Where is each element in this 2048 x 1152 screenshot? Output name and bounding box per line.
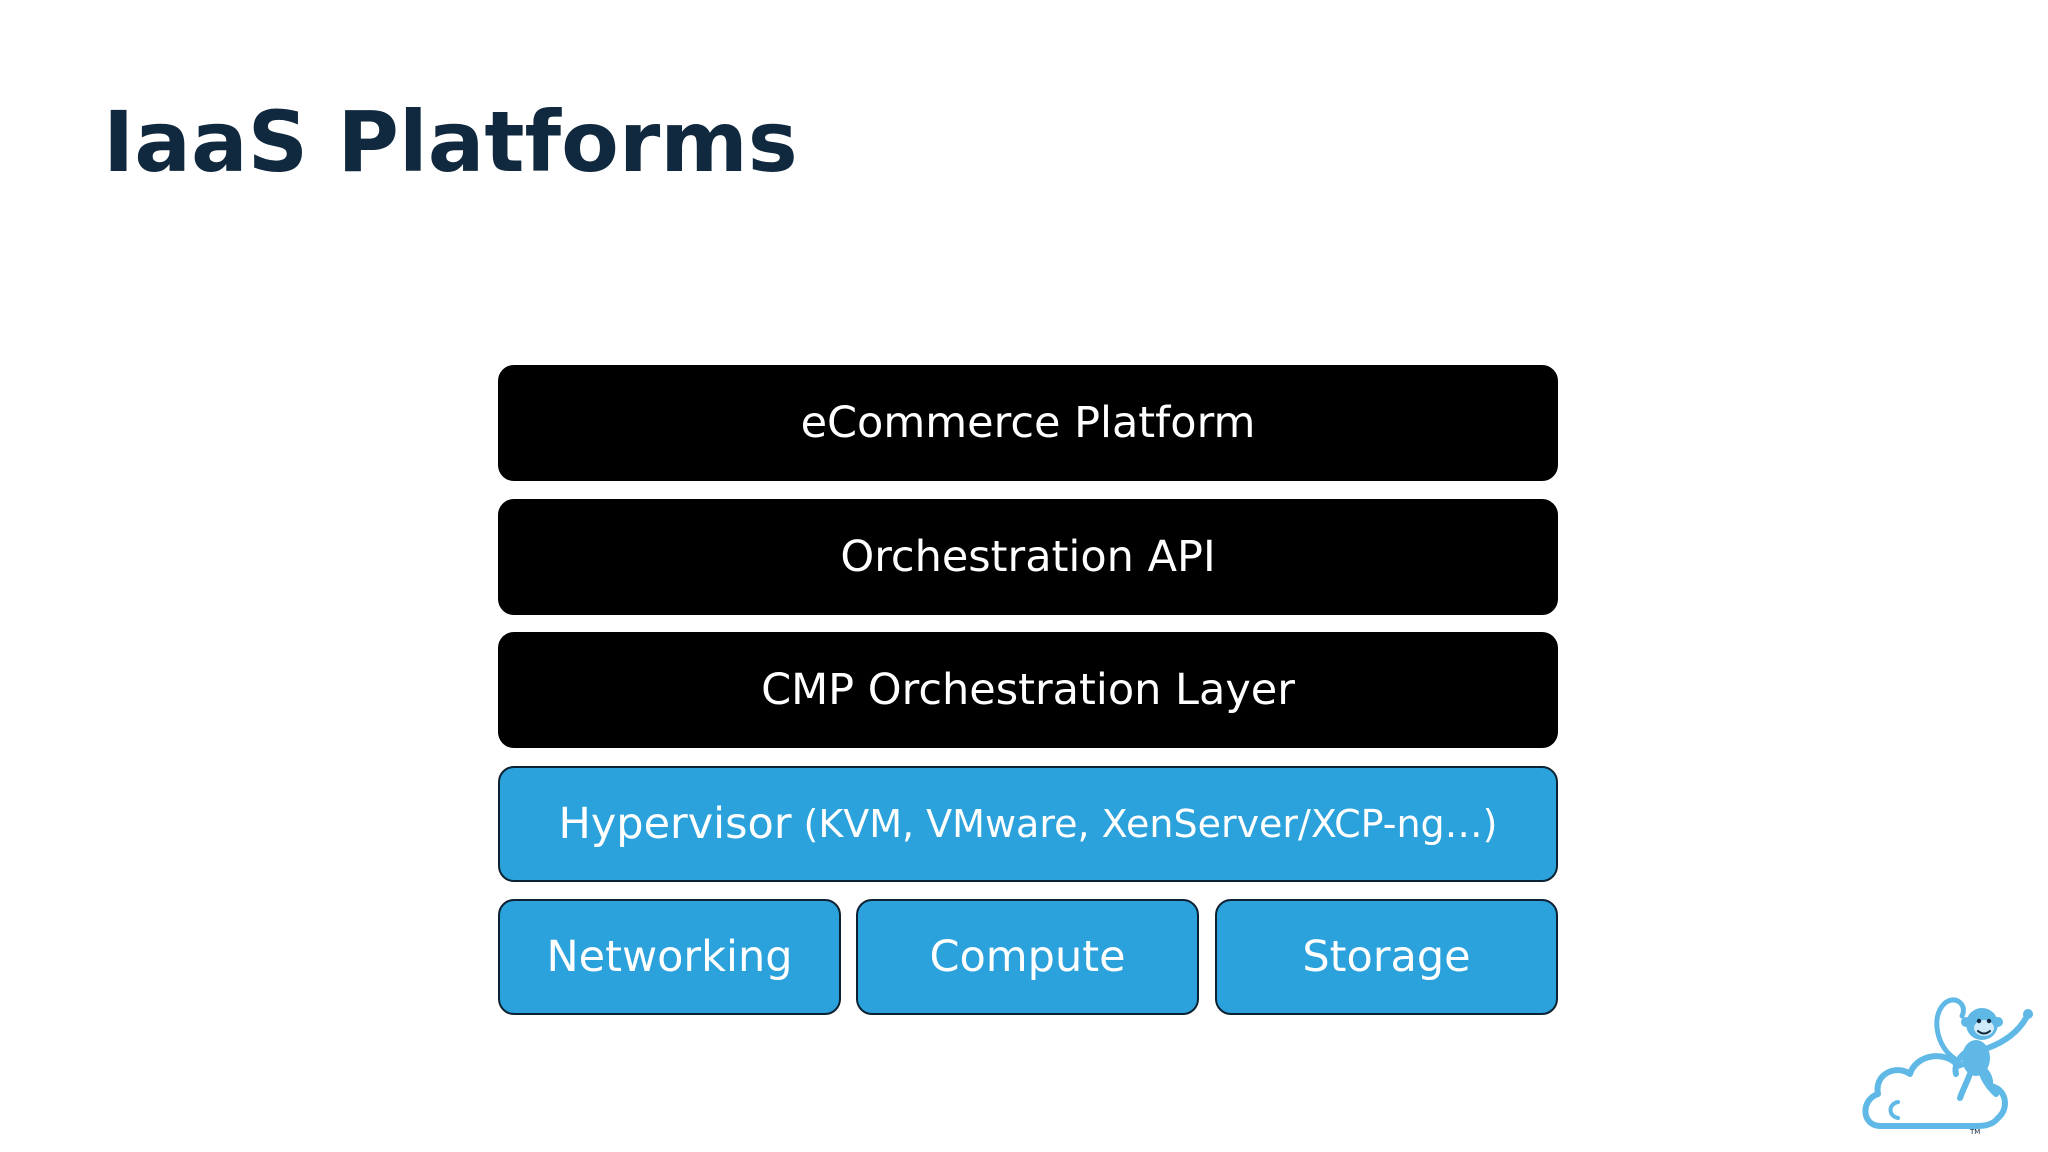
trademark-mark: TM	[1969, 1128, 1980, 1136]
layer-label: Compute	[929, 932, 1126, 982]
layer-label: Networking	[546, 932, 793, 982]
page-title: IaaS Platforms	[103, 93, 798, 191]
layer-networking: Networking	[498, 899, 841, 1015]
layer-storage: Storage	[1215, 899, 1558, 1015]
layer-compute: Compute	[856, 899, 1199, 1015]
layer-detail: (KVM, VMware, XenServer/XCP-ng…)	[803, 802, 1498, 846]
layer-label: eCommerce Platform	[800, 398, 1256, 448]
layer-label: CMP Orchestration Layer	[761, 665, 1295, 715]
layer-label: Hypervisor	[558, 799, 792, 849]
layer-label: Orchestration API	[840, 532, 1216, 582]
cloud-monkey-logo-icon: TM	[1862, 997, 2033, 1136]
layer-orchestration-api: Orchestration API	[498, 499, 1558, 615]
layer-hypervisor: Hypervisor (KVM, VMware, XenServer/XCP-n…	[498, 766, 1558, 882]
layer-ecommerce-platform: eCommerce Platform	[498, 365, 1558, 481]
layer-label: Storage	[1302, 932, 1471, 982]
layer-cmp-orchestration: CMP Orchestration Layer	[498, 632, 1558, 748]
